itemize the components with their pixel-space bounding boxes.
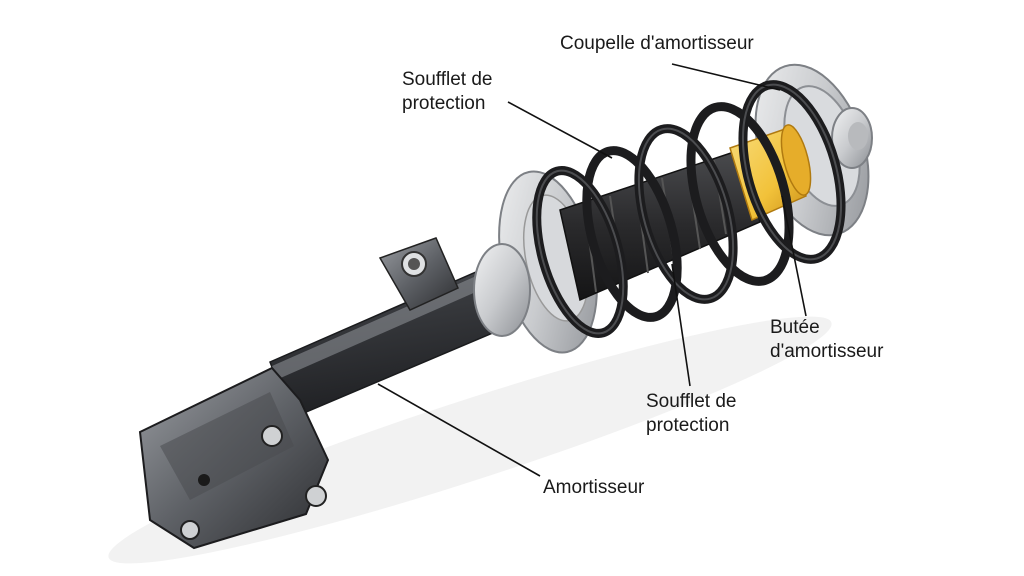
label-coupelle-line1: Coupelle d'amortisseur: [560, 33, 754, 54]
label-amortisseur: Amortisseur: [543, 476, 644, 500]
label-coupelle: Coupelle d'amortisseur: [560, 32, 754, 56]
mounting-bracket: [378, 237, 459, 311]
leader-soufflet-bottom: [671, 263, 691, 387]
label-soufflet-top: Soufflet de protection: [402, 68, 493, 116]
label-soufflet-top-line1: Soufflet de: [402, 69, 493, 90]
label-soufflet-bottom: Soufflet de protection: [646, 390, 737, 438]
label-amortisseur-line1: Amortisseur: [543, 477, 645, 498]
label-soufflet-top-line2: protection: [402, 93, 486, 114]
label-butee-line2: d'amortisseur: [770, 341, 884, 362]
knuckle-clevis: [138, 366, 330, 550]
label-butee: Butée d'amortisseur: [770, 316, 883, 364]
label-soufflet-bottom-line2: protection: [646, 415, 730, 436]
leader-amortisseur: [377, 383, 541, 477]
leader-coupelle: [671, 63, 781, 91]
label-soufflet-bottom-line1: Soufflet de: [646, 391, 737, 412]
leader-lines: [377, 63, 807, 477]
leader-butee: [781, 195, 807, 317]
label-butee-line1: Butée: [770, 317, 820, 338]
leader-soufflet-top: [507, 101, 613, 159]
